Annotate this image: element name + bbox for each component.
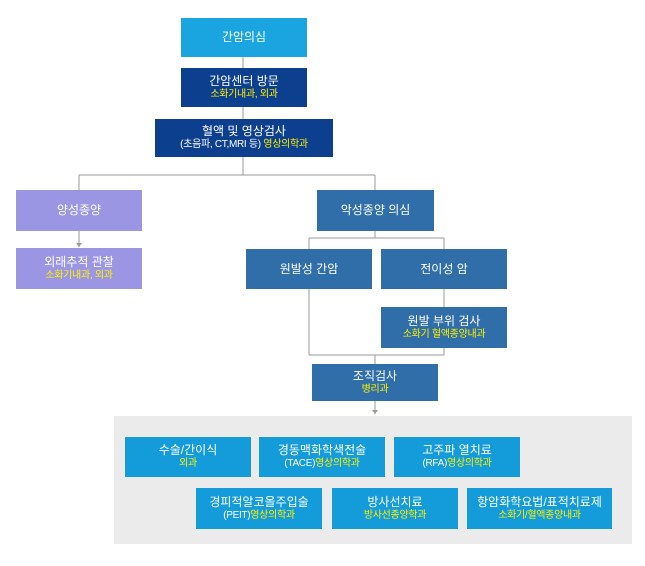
treatment-department: 방사선종양학과 — [363, 509, 427, 521]
node-title: 양성종양 — [56, 203, 102, 217]
treatment-abbr: (RFA) — [422, 458, 448, 470]
treatment-chemo-targeted: 항암화학요법/표적치료제 소화기/혈액종양내과 — [467, 488, 612, 529]
node-outpatient-followup: 외래추적 관찰 소화기내과, 외과 — [16, 248, 142, 289]
node-blood-imaging-exam: 혈액 및 영상검사 (초음파, CT,MRI 등) 영상의학과 — [155, 119, 333, 157]
node-metastatic-cancer: 전이성 암 — [381, 249, 507, 289]
node-title: 혈액 및 영상검사 — [202, 124, 286, 139]
treatment-department: 영상의학과 — [250, 509, 295, 521]
treatment-department: 소화기/혈액종양내과 — [498, 509, 581, 521]
treatment-title: 경피적알코올주입술 — [209, 494, 309, 509]
treatment-title: 방사선치료 — [367, 494, 423, 509]
node-title: 조직검사 — [352, 368, 398, 383]
node-primary-liver-cancer: 원발성 간암 — [246, 249, 372, 289]
node-department: 병리과 — [361, 383, 389, 395]
node-liver-cancer-suspected: 간암의심 — [181, 18, 307, 57]
node-biopsy: 조직검사 병리과 — [312, 364, 438, 401]
treatment-tace: 경동맥화학색전술 (TACE)영상의학과 — [259, 437, 385, 477]
treatment-radiation: 방사선치료 방사선종양학과 — [332, 488, 458, 529]
node-title: 원발성 간암 — [279, 261, 339, 276]
node-department: 영상의학과 — [263, 139, 308, 151]
treatment-surgery-transplant: 수술/간이식 외과 — [125, 437, 251, 477]
node-department: 소화기내과, 외과 — [210, 88, 278, 100]
node-title: 전이성 암 — [420, 261, 468, 276]
node-department: 소화기내과, 외과 — [45, 269, 113, 281]
node-exam-types: (초음파, CT,MRI 등) — [180, 139, 261, 151]
treatment-title: 항암화학요법/표적치료제 — [477, 494, 602, 509]
treatment-department: 영상의학과 — [315, 458, 360, 470]
treatment-department: 외과 — [179, 458, 197, 470]
node-benign-tumor: 양성종양 — [16, 190, 142, 231]
node-title: 외래추적 관찰 — [44, 254, 114, 269]
node-title: 악성종양 의심 — [340, 203, 411, 217]
treatment-abbr: (PEIT) — [223, 509, 251, 521]
node-title: 간암센터 방문 — [209, 73, 279, 88]
treatment-abbr: (TACE) — [284, 458, 316, 470]
treatment-department: 영상의학과 — [447, 458, 492, 470]
node-title: 간암의심 — [221, 30, 267, 44]
treatment-title: 고주파 열치료 — [422, 443, 492, 458]
node-primary-site-exam: 원발 부위 검사 소화기 혈액종양내과 — [381, 307, 507, 348]
treatment-rfa: 고주파 열치료 (RFA)영상의학과 — [394, 437, 520, 477]
node-center-visit: 간암센터 방문 소화기내과, 외과 — [181, 68, 307, 107]
treatment-title: 경동맥화학색전술 — [277, 443, 367, 458]
node-malignant-suspected: 악성종양 의심 — [317, 190, 434, 231]
node-department: 소화기 혈액종양내과 — [402, 328, 486, 340]
treatment-peit: 경피적알코올주입술 (PEIT)영상의학과 — [196, 488, 322, 529]
node-title: 원발 부위 검사 — [407, 313, 481, 328]
treatment-title: 수술/간이식 — [158, 443, 218, 458]
